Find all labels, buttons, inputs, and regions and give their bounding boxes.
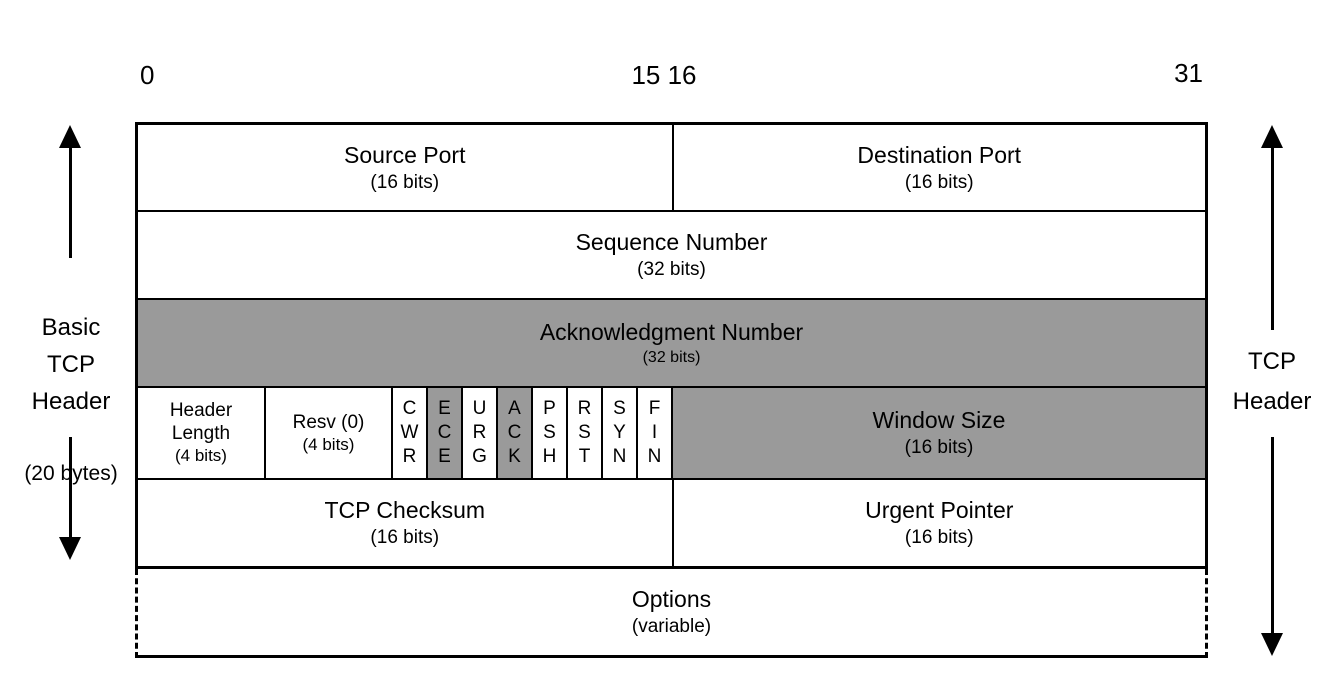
row-flags: Header Length (4 bits) Resv (0) (4 bits)… [138, 386, 1205, 478]
field-size: (16 bits) [904, 527, 974, 548]
flag-label: R S T [577, 398, 592, 467]
arrow-up-icon [59, 125, 81, 148]
field-size: (16 bits) [904, 171, 974, 193]
flag-rst: R S T [566, 388, 601, 478]
field-urgent-pointer: Urgent Pointer (16 bits) [671, 480, 1206, 566]
field-size: (4 bits) [302, 434, 355, 454]
field-title: Urgent Pointer [865, 497, 1014, 523]
field-reserved: Resv (0) (4 bits) [264, 388, 391, 478]
field-destination-port: Destination Port (16 bits) [671, 125, 1206, 210]
field-options: Options (variable) [135, 569, 1208, 658]
field-title: Window Size [872, 407, 1006, 433]
flag-ack: A C K [496, 388, 531, 478]
arrow-up-icon [1261, 125, 1283, 148]
arrow-down-icon [1261, 633, 1283, 656]
bit-label-15-16: 15 16 [631, 60, 697, 90]
bit-label-31: 31 [1174, 58, 1203, 88]
flag-urg: U R G [461, 388, 496, 478]
flag-ece: E C E [426, 388, 461, 478]
field-title: Source Port [344, 141, 466, 168]
arrow-shaft [69, 437, 72, 537]
row-acknowledgment-number: Acknowledgment Number (32 bits) [138, 298, 1205, 386]
flag-label: E C E [437, 398, 452, 467]
arrow-shaft [1271, 437, 1274, 633]
row-checksum-urgent: TCP Checksum (16 bits) Urgent Pointer (1… [138, 478, 1205, 566]
field-title: Resv (0) [292, 411, 365, 433]
field-tcp-checksum: TCP Checksum (16 bits) [138, 480, 672, 566]
flag-label: P S H [542, 398, 557, 467]
field-source-port: Source Port (16 bits) [138, 125, 672, 210]
row-sequence-number: Sequence Number (32 bits) [138, 210, 1205, 298]
field-size: (32 bits) [642, 349, 701, 366]
field-title: Acknowledgment Number [539, 319, 804, 345]
field-title: Header Length [169, 400, 233, 444]
field-size: (4 bits) [175, 446, 227, 465]
field-size: (32 bits) [637, 259, 706, 280]
basic-header-title: Basic TCP Header [31, 314, 111, 415]
tcp-header-table: Source Port (16 bits) Destination Port (… [135, 122, 1208, 658]
field-size: (variable) [631, 616, 712, 637]
flag-label: F I N [647, 398, 662, 467]
basic-header-block: Source Port (16 bits) Destination Port (… [135, 122, 1208, 569]
arrow-shaft [1271, 146, 1274, 330]
row-ports: Source Port (16 bits) Destination Port (… [138, 125, 1205, 210]
flag-label: S Y N [612, 398, 627, 467]
field-title: Options [631, 586, 712, 612]
arrow-shaft [69, 146, 72, 258]
field-title: Sequence Number [575, 229, 768, 255]
flag-cwr: C W R [391, 388, 426, 478]
flag-fin: F I N [636, 388, 671, 478]
field-size: (16 bits) [370, 171, 440, 193]
field-header-length: Header Length (4 bits) [138, 388, 264, 478]
field-size: (16 bits) [904, 437, 974, 458]
field-title: TCP Checksum [324, 497, 486, 523]
field-sequence-number: Sequence Number (32 bits) [138, 212, 1205, 298]
field-acknowledgment-number: Acknowledgment Number (32 bits) [138, 300, 1205, 386]
bit-label-0: 0 [140, 60, 155, 90]
tcp-header-label: TCP Header [1232, 348, 1312, 415]
field-size: (16 bits) [370, 527, 440, 548]
flag-label: A C K [507, 398, 522, 467]
flag-psh: P S H [531, 388, 566, 478]
arrow-down-icon [59, 537, 81, 560]
field-window-size: Window Size (16 bits) [671, 388, 1205, 478]
field-title: Destination Port [857, 141, 1022, 168]
flag-label: C W R [400, 398, 419, 467]
flag-label: U R G [472, 398, 487, 467]
flag-syn: S Y N [601, 388, 636, 478]
